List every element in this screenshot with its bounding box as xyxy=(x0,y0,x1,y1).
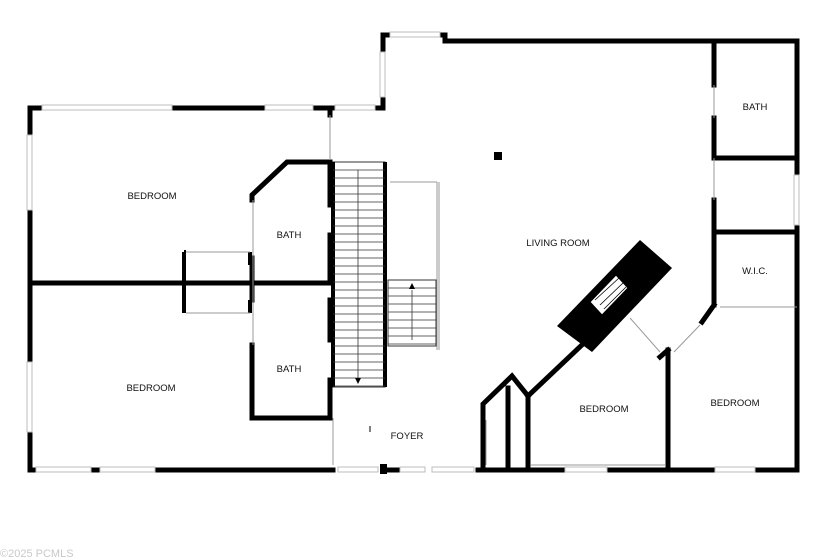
entry-post xyxy=(380,464,387,474)
room-label-bedroom-mid: BEDROOM xyxy=(579,404,628,415)
copyright-watermark: ©2025 PCMLS xyxy=(0,548,74,560)
room-label-bath-lower: BATH xyxy=(277,364,302,375)
room-label-living-room: LIVING ROOM xyxy=(526,238,589,249)
room-label-bath-upper: BATH xyxy=(277,230,302,241)
interior-walls-east xyxy=(480,38,800,473)
column-post xyxy=(494,152,502,160)
room-label-bath-ne: BATH xyxy=(743,102,768,113)
room-label-bedroom-nw: BEDROOM xyxy=(127,191,176,202)
outer-walls xyxy=(27,32,800,473)
room-label-bedroom-se: BEDROOM xyxy=(710,398,759,409)
windows xyxy=(26,31,800,473)
fireplace xyxy=(557,240,672,352)
room-label-bedroom-sw: BEDROOM xyxy=(126,383,175,394)
room-label-foyer: FOYER xyxy=(391,431,424,442)
room-label-wic: W.I.C. xyxy=(742,266,768,277)
staircase xyxy=(331,161,440,388)
interior-walls-west xyxy=(27,107,334,465)
